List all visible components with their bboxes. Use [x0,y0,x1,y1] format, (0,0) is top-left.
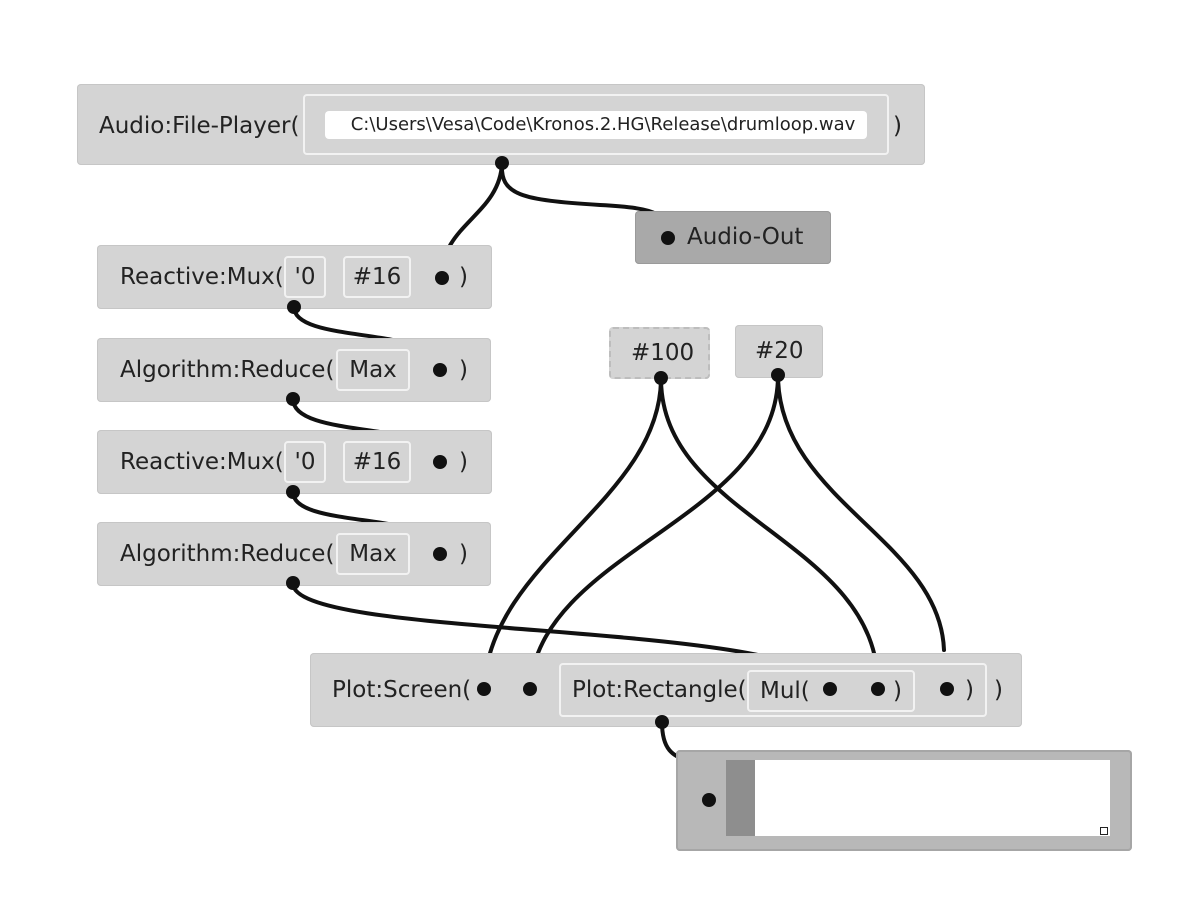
mul-label: Mul( [760,678,810,704]
reduce1-arg1-slot[interactable]: Max [336,349,410,391]
mul-close-paren: ) [893,678,902,704]
audio-out-input-port[interactable] [661,231,675,245]
mul-input-port-2[interactable] [871,682,885,696]
reduce1-input-port[interactable] [433,363,447,377]
plot-rect-close-paren: ) [965,677,974,703]
audio-out-node[interactable]: Audio-Out [635,211,831,264]
reduce1-node[interactable]: Algorithm:Reduce( Max ) [97,338,491,402]
wire-20-rect[interactable] [776,373,946,652]
mux1-arg2-slot[interactable]: #16 [343,256,411,298]
plot-screen-close-paren: ) [994,677,1003,703]
mux1-node[interactable]: Reactive:Mux( '0 #16 ) [97,245,492,309]
reduce2-output-port[interactable] [286,576,300,590]
wire-100-mul[interactable] [659,376,881,690]
plot-rect-slot[interactable]: Plot:Rectangle( Mul( ) ) [559,663,987,717]
plot-rect-input-port[interactable] [940,682,954,696]
mux2-output-port[interactable] [286,485,300,499]
const-100-output-port[interactable] [654,371,668,385]
mux1-close-paren: ) [459,264,468,290]
const-100-label: #100 [631,340,695,366]
screen-view-node[interactable] [676,750,1132,851]
file-player-close-paren: ) [893,113,902,139]
reduce1-close-paren: ) [459,357,468,383]
plot-screen-input-port-1[interactable] [477,682,491,696]
reduce2-input-port[interactable] [433,547,447,561]
file-path-field[interactable]: C:\Users\Vesa\Code\Kronos.2.HG\Release\d… [325,111,867,139]
const-20-output-port[interactable] [771,368,785,382]
mux2-input-port[interactable] [433,455,447,469]
mux1-input-port[interactable] [435,271,449,285]
mux2-node[interactable]: Reactive:Mux( '0 #16 ) [97,430,492,494]
mux1-output-port[interactable] [287,300,301,314]
resize-handle-icon[interactable] [1100,827,1108,835]
const-20-label: #20 [755,338,804,364]
plot-rect-label: Plot:Rectangle( [572,677,747,703]
wire-100-screen[interactable] [482,376,663,690]
reduce2-arg1-slot[interactable]: Max [336,533,410,575]
screen-view-bar [726,760,755,836]
reduce2-node[interactable]: Algorithm:Reduce( Max ) [97,522,491,586]
screen-view-input-port[interactable] [702,793,716,807]
file-player-output-port[interactable] [495,156,509,170]
audio-out-label: Audio-Out [687,224,804,250]
screen-view-canvas[interactable] [755,760,1110,836]
mux1-arg1-slot[interactable]: '0 [284,256,326,298]
plot-rect-output-port[interactable] [655,715,669,729]
file-path-slot[interactable]: C:\Users\Vesa\Code\Kronos.2.HG\Release\d… [303,94,889,155]
mux2-label: Reactive:Mux( [120,449,284,475]
reduce1-output-port[interactable] [286,392,300,406]
plot-screen-label: Plot:Screen( [332,677,472,703]
plot-screen-node[interactable]: Plot:Screen( Plot:Rectangle( Mul( ) ) ) [310,653,1022,727]
wire-20-screen[interactable] [528,373,780,690]
file-player-node[interactable]: Audio:File-Player( C:\Users\Vesa\Code\Kr… [77,84,925,165]
mul-input-port-1[interactable] [823,682,837,696]
reduce2-label: Algorithm:Reduce( [120,541,335,567]
mux2-arg1-slot[interactable]: '0 [284,441,326,483]
mux2-close-paren: ) [459,449,468,475]
mux1-label: Reactive:Mux( [120,264,284,290]
reduce2-close-paren: ) [459,541,468,567]
file-player-label: Audio:File-Player( [99,113,300,139]
plot-screen-input-port-2[interactable] [523,682,537,696]
mux2-arg2-slot[interactable]: #16 [343,441,411,483]
reduce1-label: Algorithm:Reduce( [120,357,335,383]
